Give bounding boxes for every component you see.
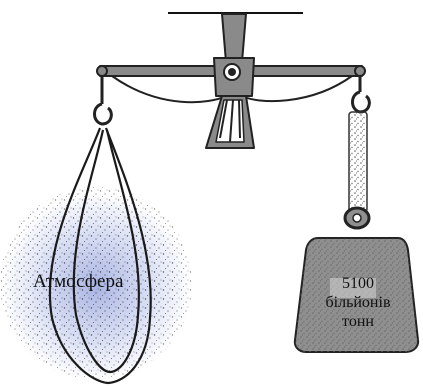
weight-unit-billion: більйонів [300,293,416,312]
weight-label: 5100 більйонів тонн [300,274,416,331]
right-chain [353,76,370,112]
left-hook [95,76,112,124]
weight-unit-tons: тонн [300,312,416,331]
balance-scale-icon [97,14,365,148]
atmosphere-label: Атмосфера [33,271,123,293]
weight-value: 5100 [300,274,416,293]
chain-links [349,112,367,212]
